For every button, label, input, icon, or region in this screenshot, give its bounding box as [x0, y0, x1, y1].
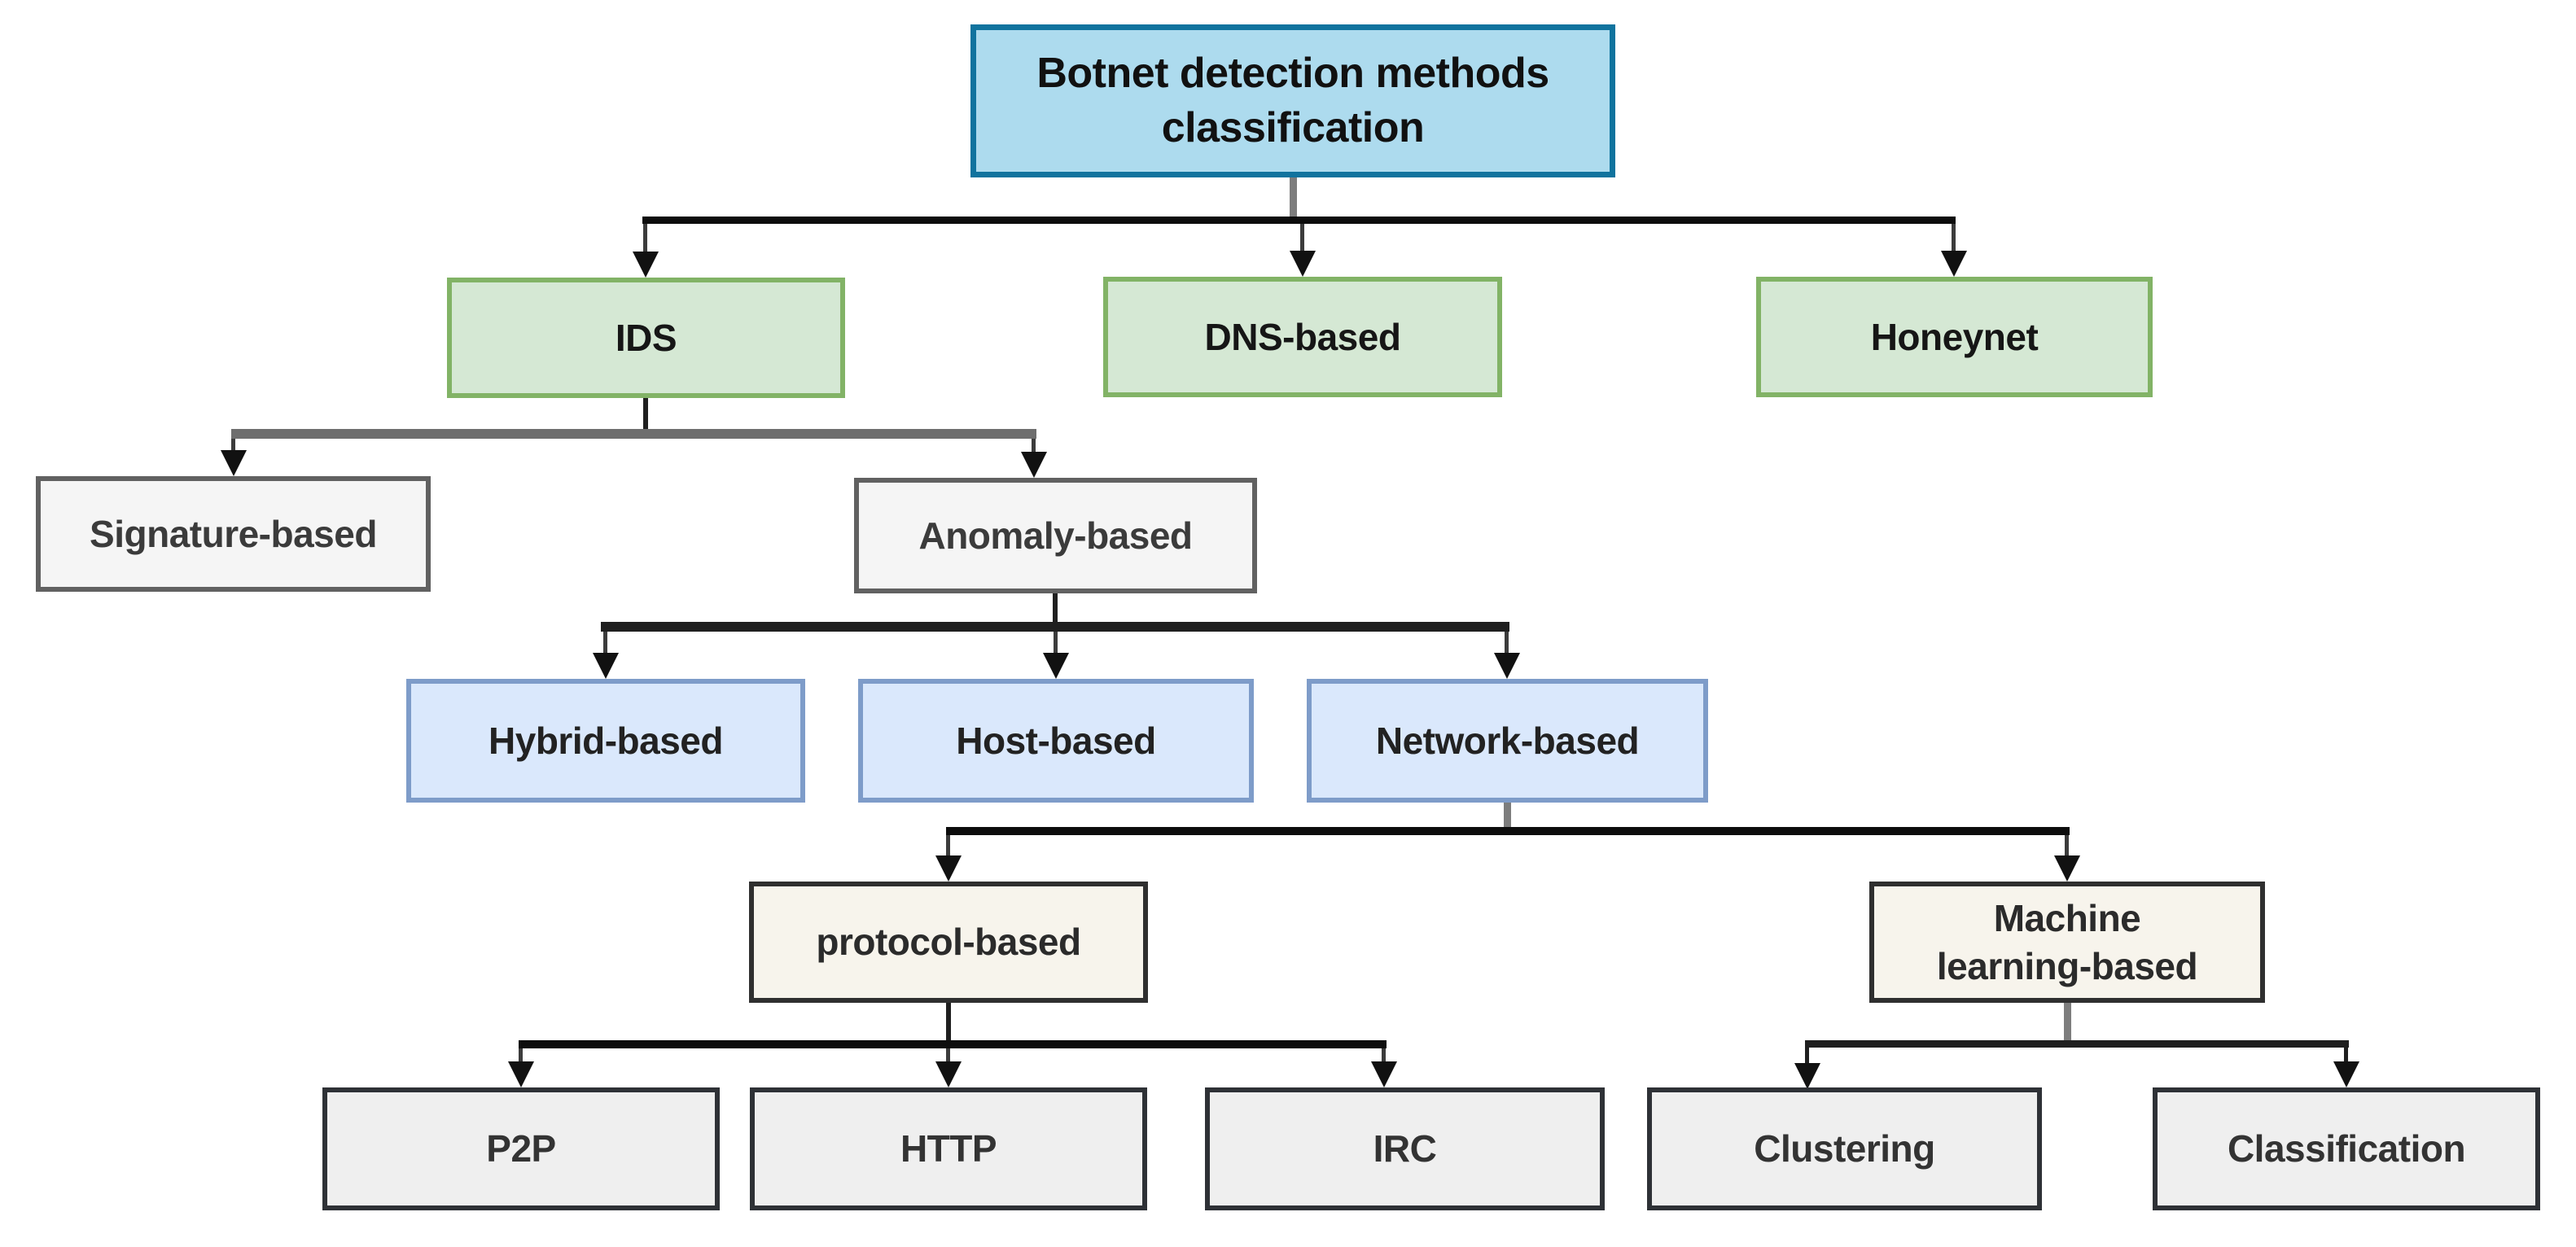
edge-stub-machine-learning: [2064, 1001, 2071, 1042]
edge-drop-host: [1054, 632, 1058, 654]
edge-stub-root: [1290, 176, 1297, 218]
edge-drop-dns: [1300, 224, 1304, 252]
edge-drop-classification: [2344, 1048, 2348, 1063]
edge-drop-machine-learning: [2065, 835, 2069, 857]
node-anomaly-based: Anomaly-based: [854, 478, 1257, 593]
edge-bar-protocol-children: [519, 1040, 1387, 1048]
edge-stub-network: [1504, 801, 1511, 829]
node-classification: Classification: [2153, 1087, 2540, 1210]
arrowhead-hybrid: [593, 653, 619, 679]
node-machine-learning-based: Machine learning-based: [1869, 882, 2265, 1003]
node-ids: IDS: [447, 278, 845, 398]
edge-bar-anomaly-children: [601, 622, 1509, 632]
edge-drop-network: [1505, 632, 1509, 654]
edge-bar-network-children: [946, 827, 2070, 835]
edge-stub-protocol: [946, 1001, 951, 1042]
edge-drop-protocol: [946, 835, 950, 857]
arrowhead-network: [1494, 653, 1520, 679]
node-hybrid-based: Hybrid-based: [406, 679, 805, 803]
arrowhead-signature: [221, 450, 247, 476]
arrowhead-classification: [2333, 1061, 2359, 1087]
edge-drop-p2p: [519, 1048, 523, 1063]
edge-drop-signature: [231, 439, 235, 452]
edge-bar-root-children: [642, 217, 1956, 224]
arrowhead-clustering: [1794, 1063, 1820, 1089]
edge-bar-ids-children: [231, 429, 1036, 439]
node-network-based: Network-based: [1307, 679, 1708, 803]
edge-drop-hybrid: [603, 632, 607, 654]
node-host-based: Host-based: [858, 679, 1254, 803]
node-clustering: Clustering: [1647, 1087, 2042, 1210]
edge-drop-clustering: [1805, 1048, 1809, 1063]
arrowhead-machine-learning: [2054, 855, 2080, 882]
node-signature-based: Signature-based: [36, 476, 431, 592]
arrowhead-anomaly: [1021, 452, 1047, 478]
edge-drop-anomaly: [1032, 439, 1036, 453]
arrowhead-protocol: [935, 855, 962, 882]
node-http: HTTP: [750, 1087, 1147, 1210]
node-protocol-based: protocol-based: [749, 882, 1148, 1003]
node-botnet-detection-methods-classification: Botnet detection methods classification: [970, 24, 1615, 177]
edge-stub-ids: [643, 396, 648, 431]
node-dns-based: DNS-based: [1103, 277, 1502, 397]
arrowhead-dns: [1290, 251, 1316, 277]
edge-bar-ml-children: [1805, 1040, 2349, 1048]
edge-drop-irc: [1382, 1048, 1386, 1063]
arrowhead-host: [1043, 653, 1069, 679]
arrowhead-ids: [633, 252, 659, 278]
arrowhead-irc: [1371, 1061, 1397, 1087]
edge-stub-anomaly: [1053, 592, 1058, 624]
edge-drop-http: [946, 1048, 950, 1063]
node-honeynet: Honeynet: [1756, 277, 2153, 397]
node-irc: IRC: [1205, 1087, 1605, 1210]
edge-drop-ids: [643, 224, 647, 253]
edge-drop-honeynet: [1952, 224, 1956, 252]
arrowhead-honeynet: [1941, 251, 1967, 277]
arrowhead-p2p: [508, 1061, 534, 1087]
arrowhead-http: [935, 1061, 962, 1087]
node-p2p: P2P: [322, 1087, 720, 1210]
